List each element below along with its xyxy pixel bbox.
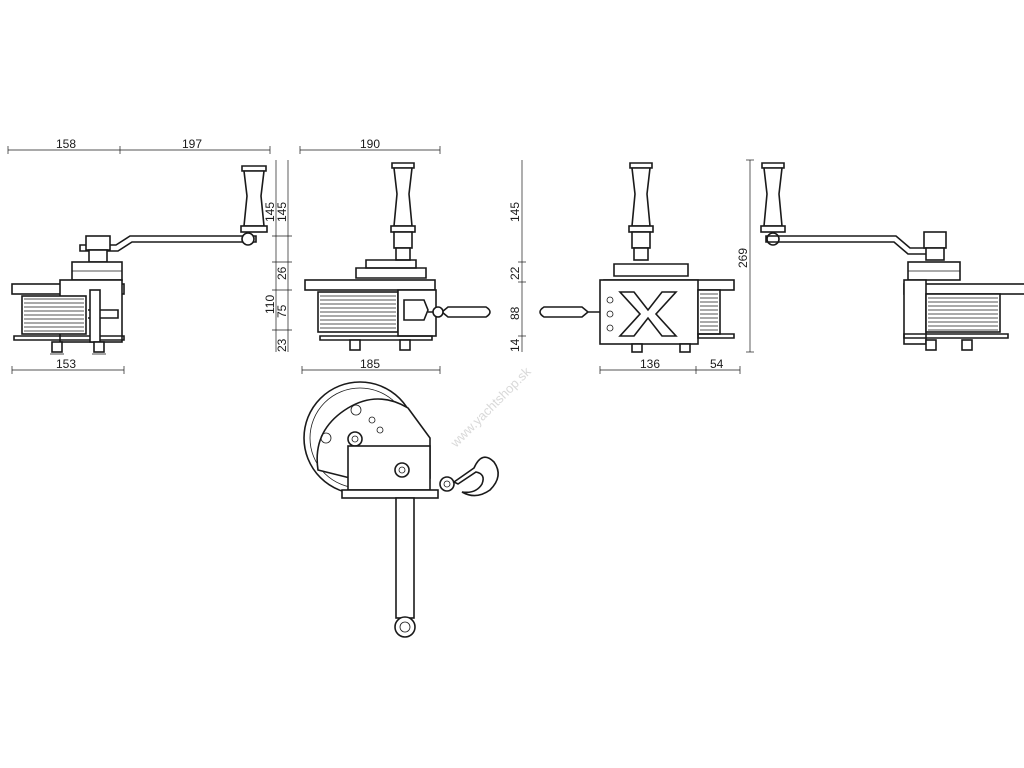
dimension-labels: 158 197 153 190 185 136 54 145 110 23 14…: [56, 137, 750, 371]
dim-23: 23: [275, 338, 289, 352]
dim-269: 269: [736, 248, 750, 268]
left-side-view: [11, 165, 268, 355]
dim-153: 153: [56, 357, 76, 371]
right-side-view: [760, 162, 1024, 351]
dim-197: 197: [182, 137, 202, 151]
side-elevation-view: [303, 381, 499, 638]
back-drum: [697, 289, 721, 335]
dimension-lines: [7, 146, 754, 374]
dim-26: 26: [275, 266, 289, 280]
dim-14: 14: [508, 338, 522, 352]
dim-54: 54: [710, 357, 724, 371]
dim-110: 110: [263, 295, 277, 314]
right-drum: [925, 293, 1001, 333]
dim-88: 88: [508, 306, 522, 320]
hook: [439, 456, 499, 497]
dim-190: 190: [360, 137, 380, 151]
dim-145-a: 145: [263, 202, 277, 222]
dim-145-b: 145: [275, 202, 289, 222]
dim-158: 158: [56, 137, 76, 151]
dim-136: 136: [640, 357, 660, 371]
dim-75: 75: [275, 304, 289, 318]
dim-145-c: 145: [508, 202, 522, 222]
back-view: [539, 162, 735, 353]
left-drum: [21, 295, 87, 335]
front-drum: [317, 291, 399, 333]
front-view: [304, 162, 491, 351]
watermark: www.yachtshop.sk: [447, 364, 534, 451]
dim-185: 185: [360, 357, 380, 371]
dim-22: 22: [508, 266, 522, 280]
